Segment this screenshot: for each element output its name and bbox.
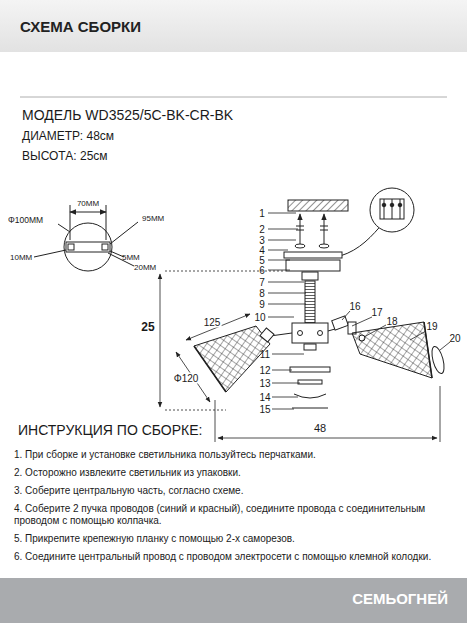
callout-number: 18 <box>386 316 397 327</box>
ceiling-mount <box>288 188 414 256</box>
callout-number: 10 <box>254 312 265 323</box>
callout-number: 5 <box>259 255 265 266</box>
callout-number: 4 <box>259 245 265 256</box>
callout-number: 12 <box>259 365 270 376</box>
lamp-body <box>270 252 342 408</box>
dimension-label: 5ММ <box>122 254 140 263</box>
footer-band <box>0 578 467 623</box>
callout-number: 7 <box>259 277 265 288</box>
callout-number: 11 <box>260 349 270 360</box>
instruction-step: 3. Соберите центральную часть, согласно … <box>14 485 460 497</box>
dimension-label: 25 <box>140 321 155 334</box>
instruction-step: 5. Прикрепите крепежную планку с помощью… <box>14 533 460 545</box>
right-shade <box>332 316 447 378</box>
callout-number: 20 <box>449 333 460 344</box>
callout-number: 15 <box>259 404 270 415</box>
instruction-step: 1. При сборке и установке светильника по… <box>14 449 460 461</box>
dimension-label: 20ММ <box>134 264 156 273</box>
callout-number: 13 <box>259 378 270 389</box>
callout-number: 3 <box>259 235 265 246</box>
leader-lines <box>268 213 450 409</box>
brand-logo: СЕМЬОГНЕЙ <box>352 591 448 608</box>
header-band <box>0 0 467 52</box>
callout-number: 19 <box>426 321 437 332</box>
spec-text: ДИАМЕТР: 48см <box>22 130 114 143</box>
callout-number: 8 <box>259 288 265 299</box>
dimension-label: Φ120 <box>173 373 200 384</box>
dimension-lines <box>160 271 440 442</box>
dimension-label: 125 <box>203 317 222 328</box>
dimension-label: 70ММ <box>77 200 99 209</box>
dimension-label: 48 <box>313 422 327 434</box>
rule <box>20 97 447 98</box>
spec-text: МОДЕЛЬ WD3525/5C-BK-CR-BK <box>22 108 233 123</box>
dimension-label: 95ММ <box>142 215 164 224</box>
spec-text: ВЫСОТА: 25см <box>22 150 108 163</box>
section-heading: ИНСТРУКЦИЯ ПО СБОРКЕ: <box>18 423 202 438</box>
callout-number: 1 <box>259 208 265 219</box>
callout-number: 14 <box>259 392 270 403</box>
callout-number: 2 <box>259 224 265 235</box>
callout-number: 9 <box>259 299 265 310</box>
instruction-step: 2. Осторожно извлеките светильник из упа… <box>14 467 460 479</box>
page-title: СХЕМА СБОРКИ <box>20 19 141 36</box>
callout-number: 6 <box>259 265 265 276</box>
dimension-label: 10ММ <box>10 254 32 263</box>
left-shade <box>194 326 274 392</box>
dimension-label: Φ100ММ <box>8 216 43 225</box>
callout-number: 17 <box>371 307 382 318</box>
instruction-step: 6. Соедините центральный провод с провод… <box>14 551 460 563</box>
callout-number: 16 <box>349 301 360 312</box>
instruction-step: 4. Соберите 2 пучка проводов (синий и кр… <box>14 503 460 527</box>
